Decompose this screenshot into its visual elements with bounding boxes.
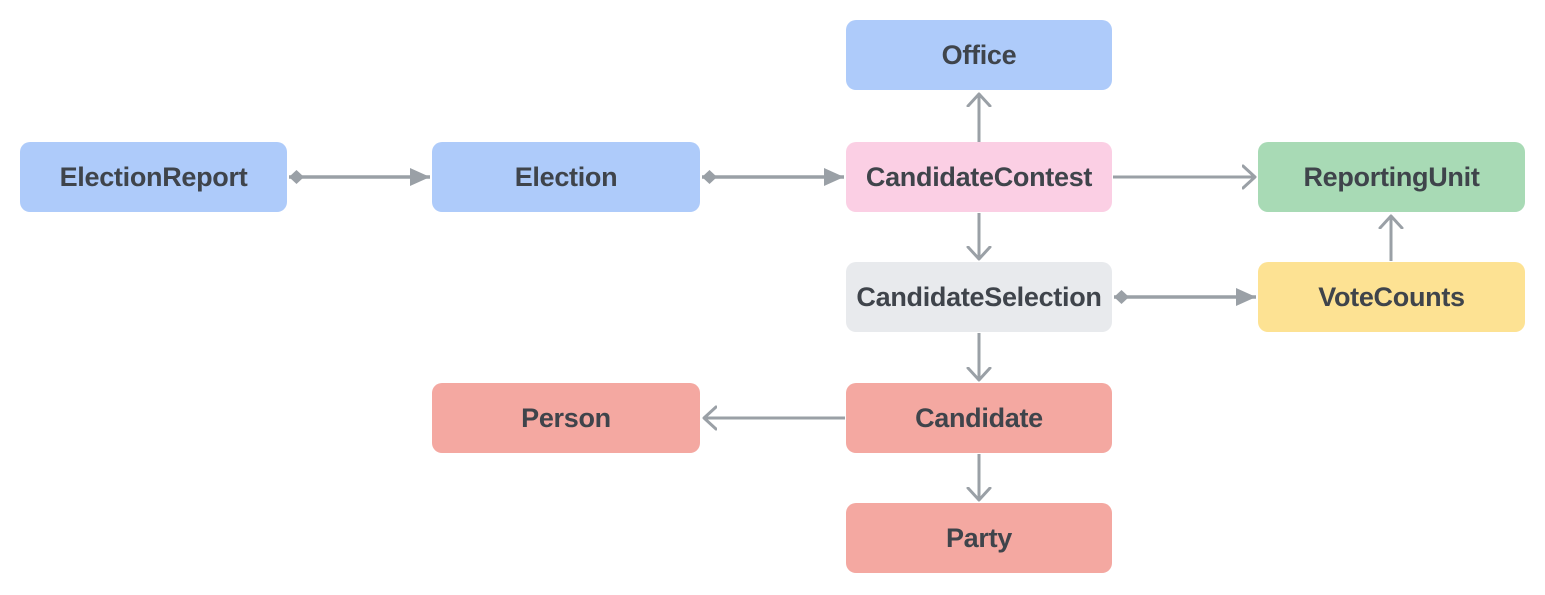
node-election: Election [432,142,700,212]
node-candidate-selection: CandidateSelection [846,262,1112,332]
node-reporting-unit: ReportingUnit [1258,142,1525,212]
node-election-report: ElectionReport [20,142,287,212]
node-candidate: Candidate [846,383,1112,453]
node-party: Party [846,503,1112,573]
node-office: Office [846,20,1112,90]
node-candidate-contest: CandidateContest [846,142,1112,212]
node-person: Person [432,383,700,453]
node-vote-counts: VoteCounts [1258,262,1525,332]
